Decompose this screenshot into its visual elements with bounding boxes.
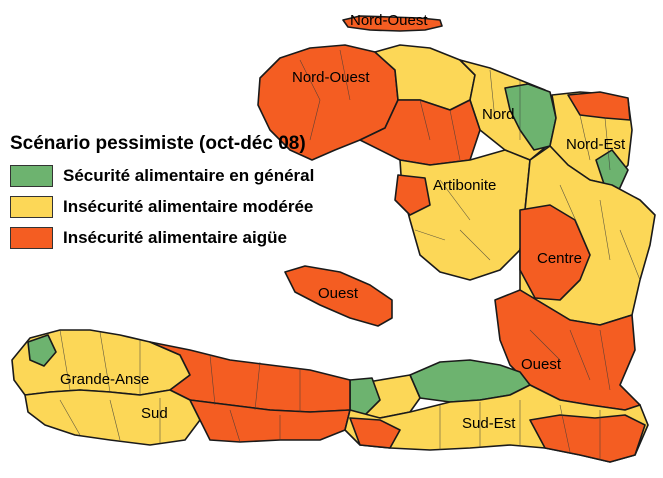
region-tortuga-island xyxy=(342,15,443,32)
label-artibonite: Artibonite xyxy=(433,177,496,194)
legend-label-food-security: Sécurité alimentaire en général xyxy=(63,165,315,185)
commune-boundaries xyxy=(59,49,641,460)
region-centre-red xyxy=(519,204,591,301)
label-sud: Sud xyxy=(141,405,168,422)
map-legend: Scénario pessimiste (oct-déc 08) Sécurit… xyxy=(10,133,370,256)
legend-title: Scénario pessimiste (oct-déc 08) xyxy=(10,133,306,154)
legend-label-moderate-insecurity: Insécurité alimentaire modérée xyxy=(63,196,314,216)
legend-item-food-security: Sécurité alimentaire en général xyxy=(10,163,370,188)
label-nord-est: Nord-Est xyxy=(566,136,626,153)
label-centre: Centre xyxy=(537,250,582,267)
region-artibonite xyxy=(399,149,531,281)
legend-swatch-red xyxy=(10,226,53,249)
label-nord-ouest-island: Nord-Ouest xyxy=(350,12,428,29)
region-artibonite-coast xyxy=(394,174,431,216)
label-ouest: Ouest xyxy=(521,356,562,373)
region-sud-est-red-west xyxy=(349,417,401,449)
region-sud-est-red xyxy=(529,414,646,463)
label-grande-anse: Grande-Anse xyxy=(60,371,149,388)
legend-item-acute-insecurity: Insécurité alimentaire aigüe xyxy=(10,225,370,250)
region-sud xyxy=(24,389,201,446)
region-nord-est-green xyxy=(595,149,629,193)
legend-item-moderate-insecurity: Insécurité alimentaire modérée xyxy=(10,194,370,219)
legend-swatch-green xyxy=(10,164,53,187)
region-gonave-island xyxy=(284,265,393,327)
legend-label-acute-insecurity: Insécurité alimentaire aigüe xyxy=(63,227,287,247)
label-ouest-island: Ouest xyxy=(318,285,359,302)
label-sud-est: Sud-Est xyxy=(462,415,516,432)
legend-swatch-yellow xyxy=(10,195,53,218)
label-nord: Nord xyxy=(482,106,515,123)
label-nord-ouest: Nord-Ouest xyxy=(292,69,370,86)
region-grande-anse-green xyxy=(27,334,57,367)
